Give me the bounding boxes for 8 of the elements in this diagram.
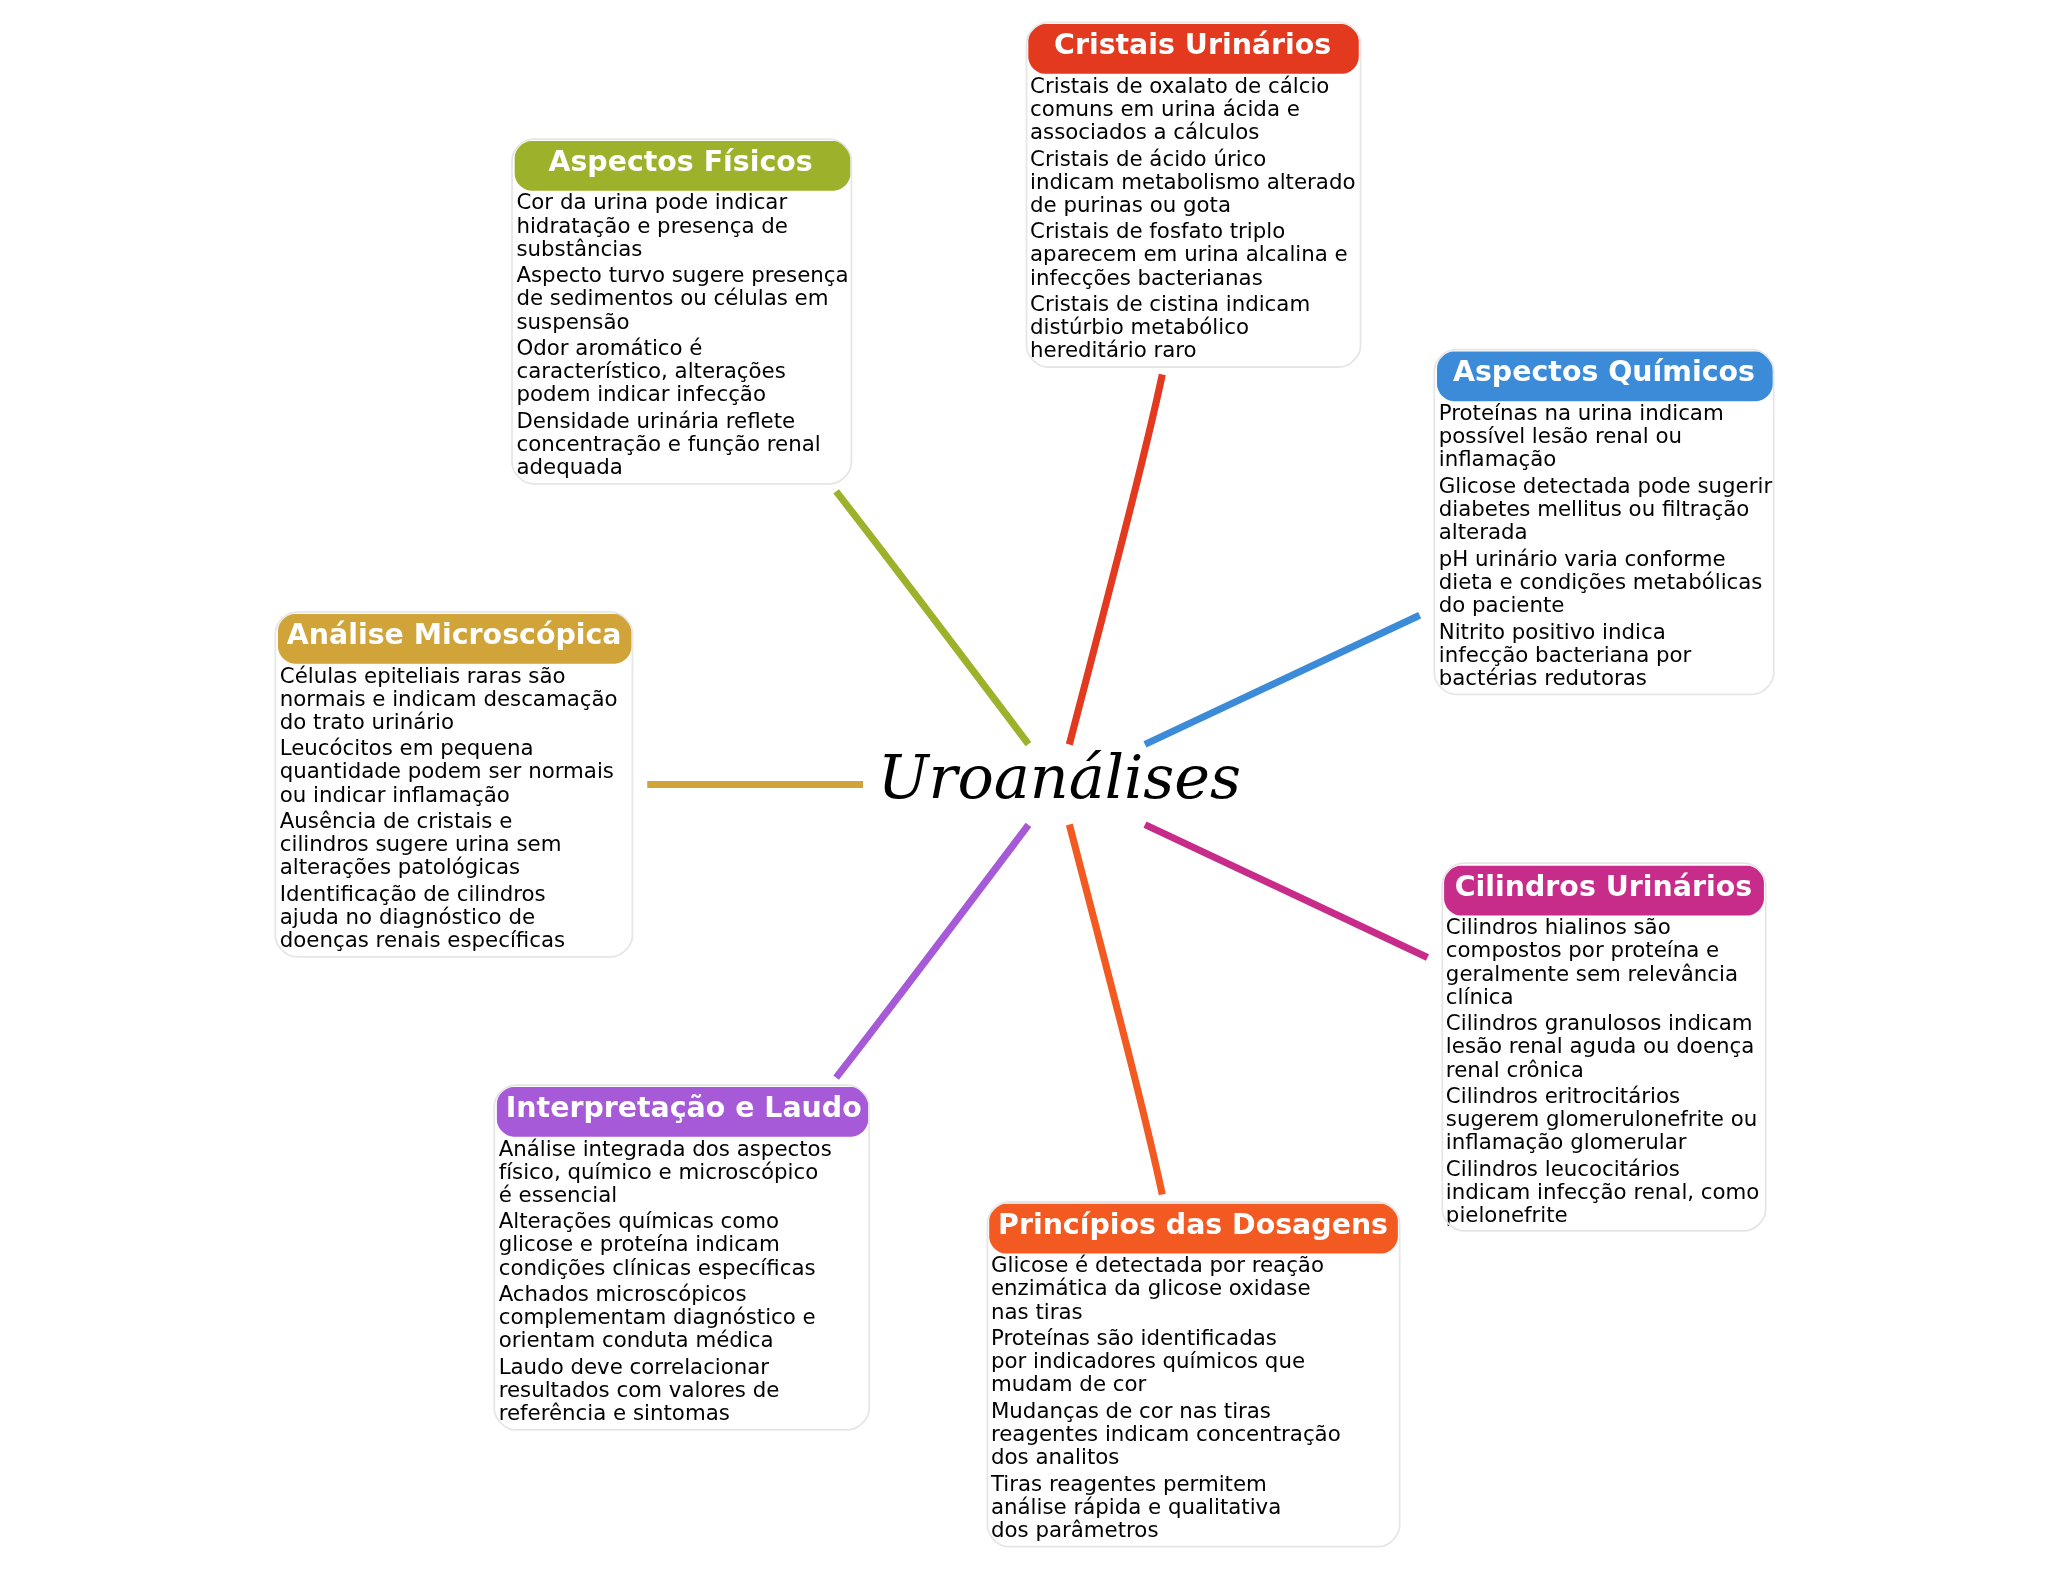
connector [646, 780, 863, 789]
connector [1065, 823, 1166, 1196]
connector [1065, 373, 1166, 746]
connector [832, 489, 1031, 747]
connector [1142, 821, 1429, 961]
node-text: Uroanálises [877, 742, 1241, 813]
connector [1142, 612, 1421, 748]
connector [832, 822, 1031, 1080]
